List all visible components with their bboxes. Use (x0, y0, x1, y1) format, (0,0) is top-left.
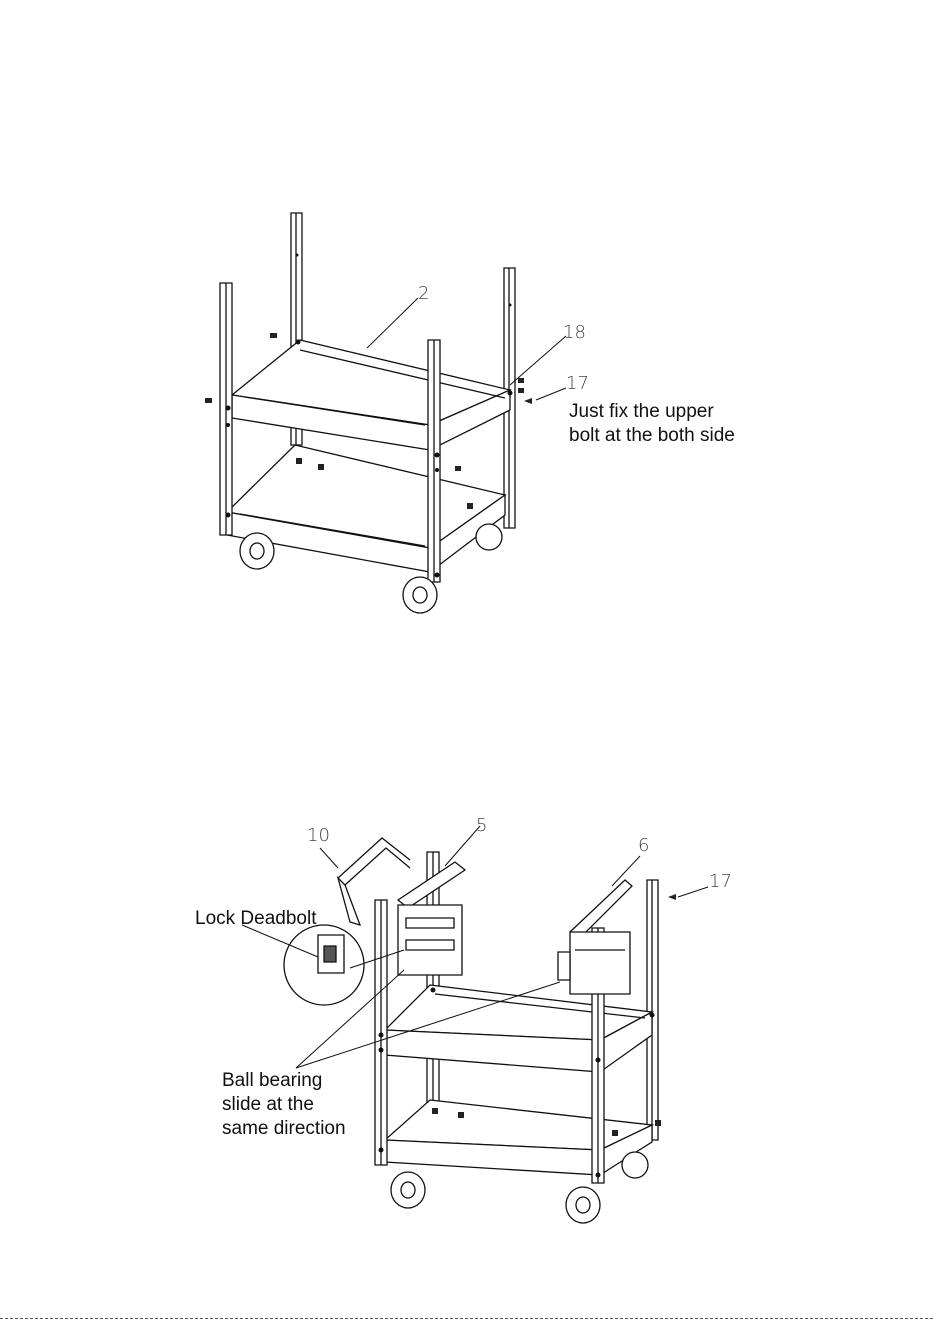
slide-bracket-5 (398, 862, 465, 975)
step2-assembly-drawing (0, 815, 933, 1230)
note-upper-bolt-line1: Just fix the upper (569, 401, 714, 423)
label-ball-bearing-line2: slide at the (222, 1094, 314, 1116)
lower-shelf (385, 1100, 652, 1175)
callout-part-17: 17 (709, 871, 732, 892)
label-ball-bearing-line3: same direction (222, 1118, 346, 1140)
callout-part-10: 10 (307, 825, 330, 846)
callout-part-5: 5 (476, 815, 487, 836)
label-ball-bearing-line1: Ball bearing (222, 1070, 322, 1092)
callout-part-6: 6 (638, 835, 649, 856)
callout-part-18: 18 (563, 322, 586, 343)
note-upper-bolt-line2: bolt at the both side (569, 425, 735, 447)
label-lock-deadbolt: Lock Deadbolt (195, 908, 316, 930)
callout-part-2: 2 (418, 283, 429, 304)
slide-bracket-6 (558, 880, 632, 994)
lock-deadbolt-detail (284, 925, 364, 1005)
upper-shelf (385, 985, 652, 1072)
callout-part-17: 17 (566, 373, 589, 394)
step1-assembly-drawing (0, 200, 933, 620)
rear-right-post (647, 880, 658, 1140)
upper-shelf (232, 340, 510, 450)
page-bottom-edge (0, 1318, 933, 1319)
front-right-post (428, 340, 440, 582)
